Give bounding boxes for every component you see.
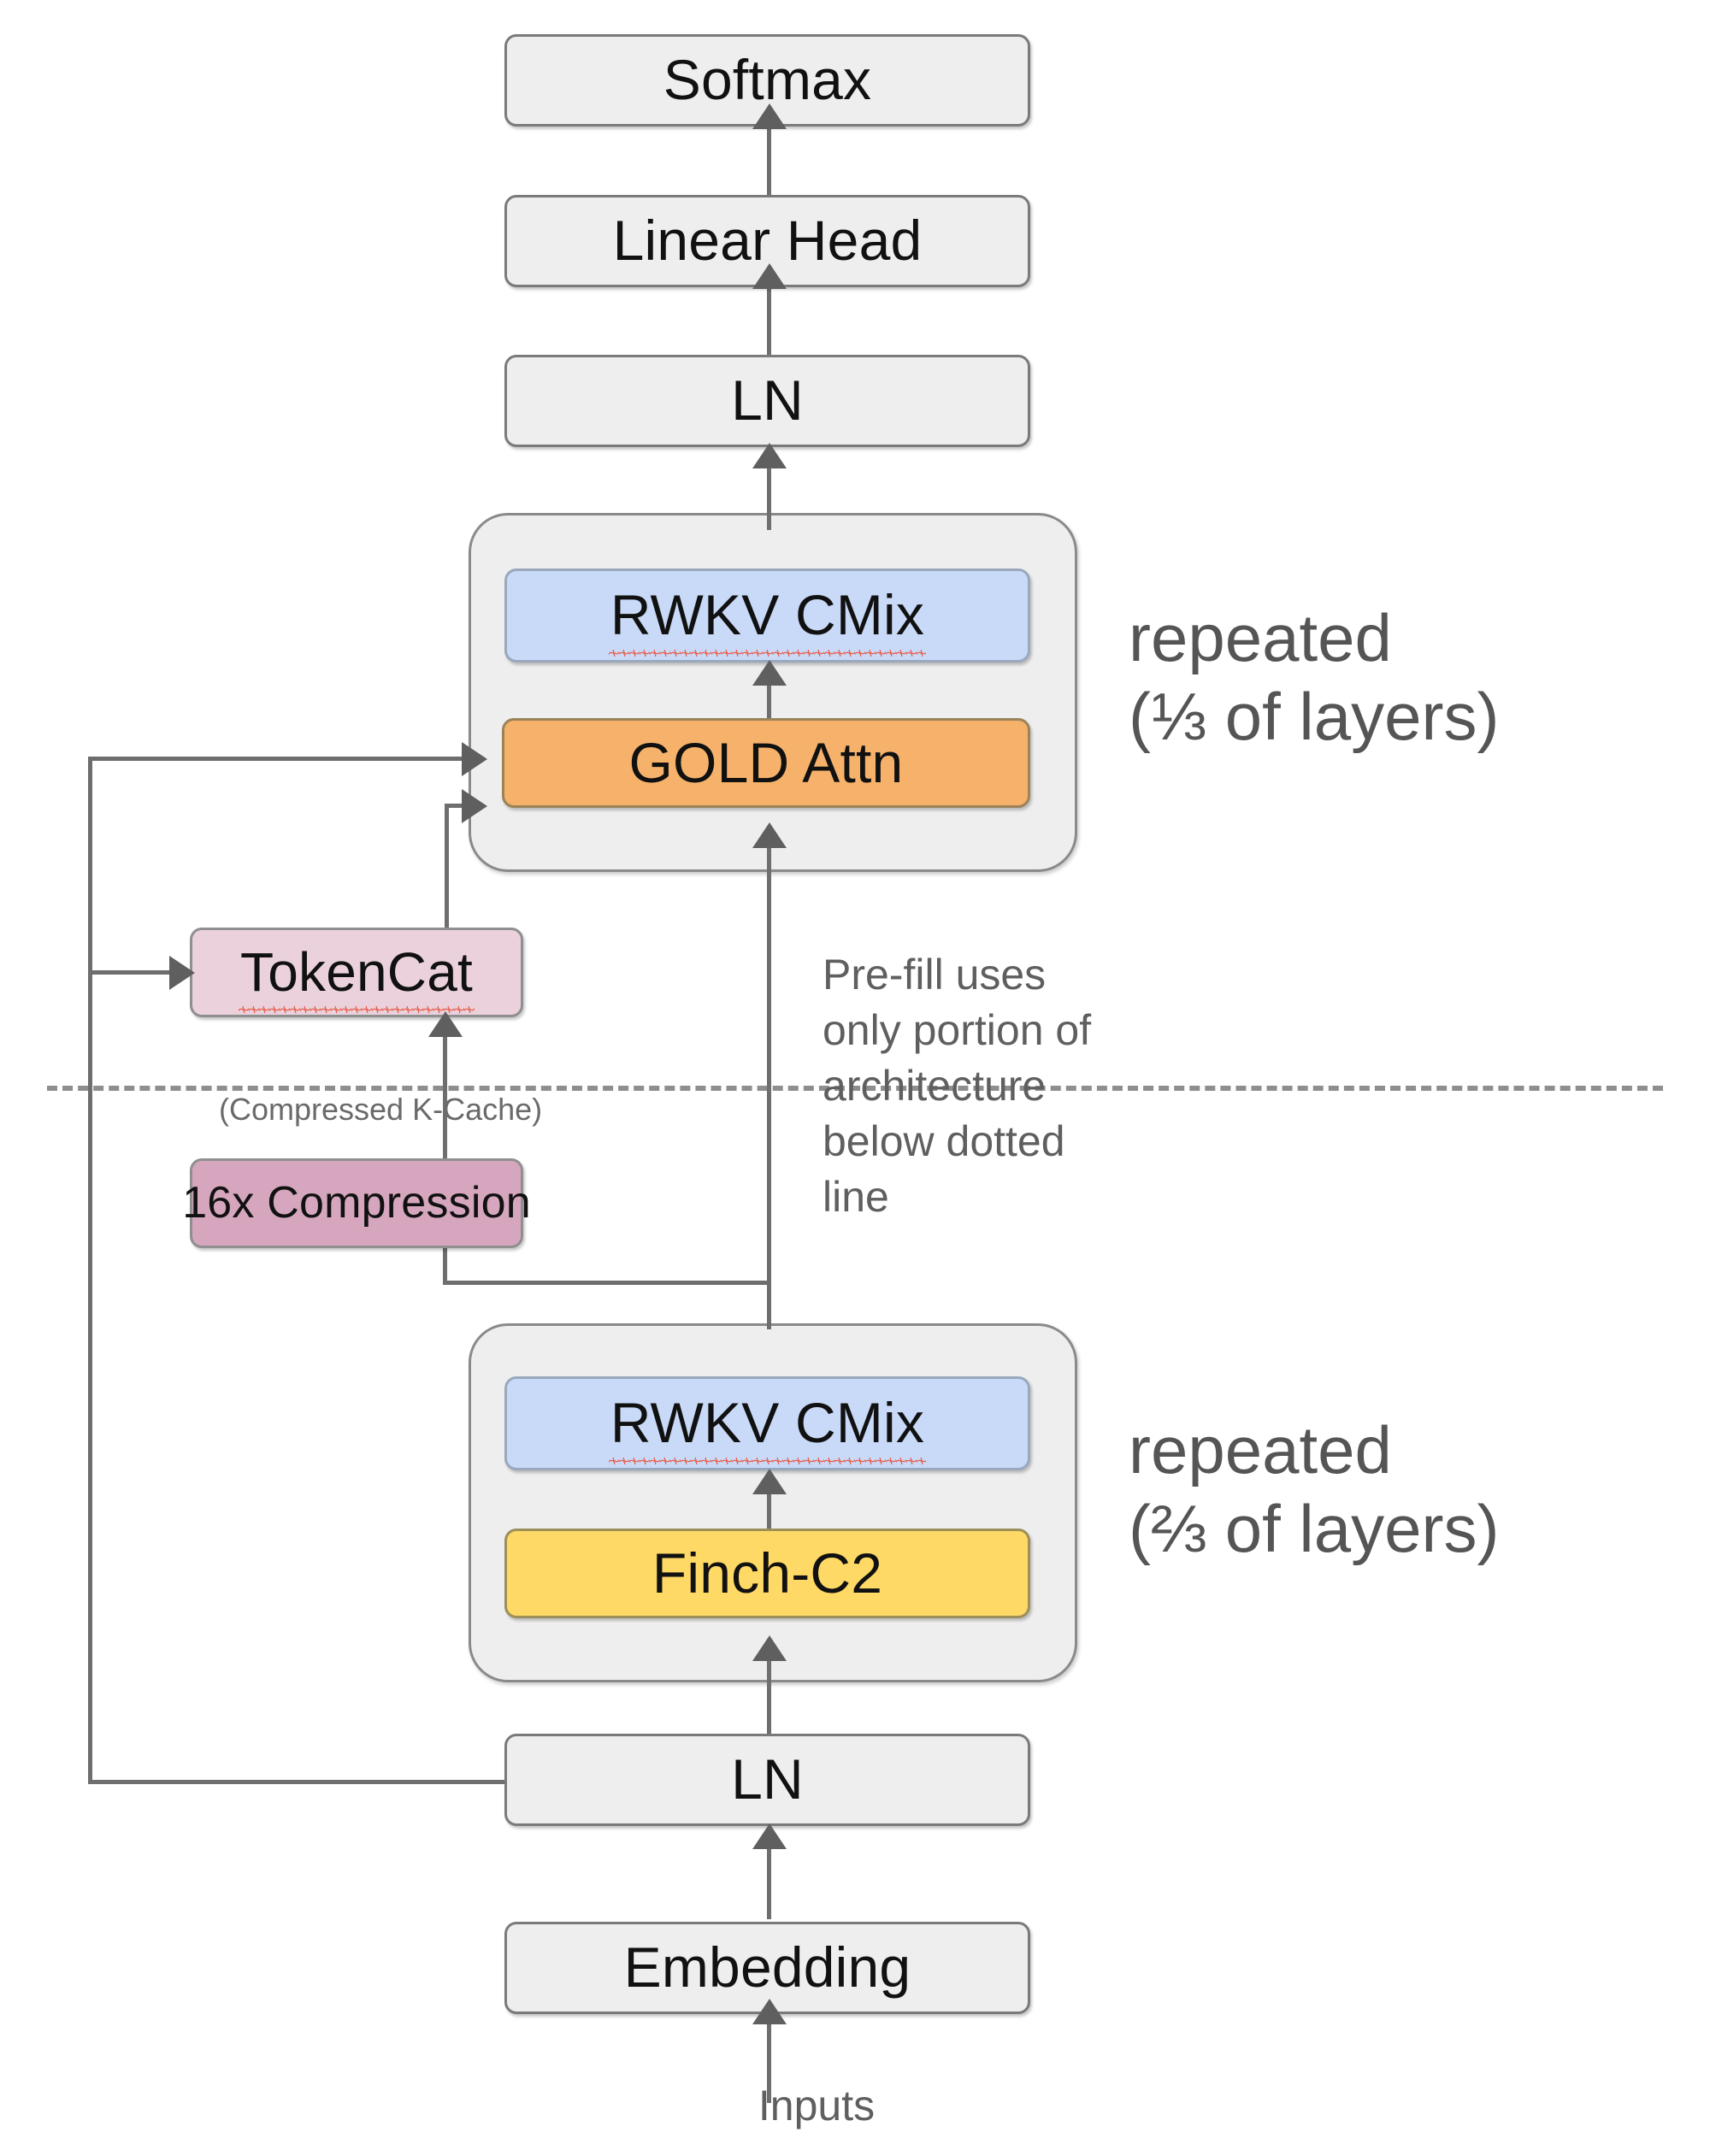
connector-ln-skip-vertical: [88, 757, 92, 1782]
annotation-compressed-k-cache: (Compressed K-Cache): [219, 1092, 543, 1127]
connector-tokencat-to-gold-vertical: [445, 804, 449, 983]
connector-linear-head-to-softmax: [767, 122, 771, 199]
node-top-ln[interactable]: LN: [504, 355, 1030, 447]
arrow-inputs-to-embedding: [752, 1999, 787, 2024]
node-16x-compression[interactable]: 16x Compression: [182, 1158, 531, 1248]
node-finch-c2[interactable]: Finch-C2: [504, 1529, 1030, 1618]
node-tokencat-label: TokenCat: [239, 940, 475, 1013]
connector-skip-to-gold-attn-horizontal: [88, 757, 464, 761]
arrow-ln-to-linear-head: [752, 263, 787, 289]
connector-gold-attn-to-cmix: [767, 680, 771, 748]
node-gold-attn[interactable]: GOLD Attn: [502, 718, 1030, 808]
connector-inputs-to-embedding: [767, 2018, 771, 2103]
node-embedding-label: Embedding: [623, 1935, 911, 1999]
arrow-embedding-to-ln: [752, 1823, 787, 1849]
node-lower-rwkv-cmix-label: RWKV CMix: [608, 1391, 927, 1464]
connector-ln-to-lower-block: [767, 1654, 771, 1740]
arrow-tokencat-to-gold-attn: [462, 789, 487, 823]
arrow-finch-to-cmix: [752, 1469, 787, 1494]
connector-spine-to-compression-horizontal: [443, 1281, 770, 1285]
node-upper-rwkv-cmix[interactable]: RWKV CMix: [504, 568, 1030, 663]
node-finch-c2-label: Finch-C2: [652, 1540, 883, 1605]
connector-finch-to-cmix: [767, 1487, 771, 1556]
arrow-compression-to-tokencat: [428, 1011, 463, 1037]
connector-upper-block-to-ln: [767, 462, 771, 530]
node-top-ln-label: LN: [731, 368, 804, 432]
connector-embedding-to-ln: [767, 1842, 771, 1919]
annotation-lower-repeat: repeated (⅔ of layers): [1129, 1412, 1500, 1567]
arrow-linear-head-to-softmax: [752, 103, 787, 129]
arrow-ln-to-finch: [752, 1635, 787, 1661]
annotation-inputs: Inputs: [758, 2082, 876, 2129]
arrow-gold-attn-to-cmix: [752, 660, 787, 686]
annotation-prefill-note: Pre-fill uses only portion of architectu…: [823, 951, 1092, 1221]
node-16x-compression-label: 16x Compression: [182, 1177, 531, 1228]
connector-spine-to-compression-vertical: [443, 1244, 447, 1285]
upper-layer-group: [469, 513, 1077, 872]
arrow-upper-block-to-ln: [752, 443, 787, 468]
node-linear-head[interactable]: Linear Head: [504, 195, 1030, 287]
node-lower-rwkv-cmix[interactable]: RWKV CMix: [504, 1376, 1030, 1470]
node-linear-head-label: Linear Head: [612, 209, 923, 272]
node-upper-rwkv-cmix-label: RWKV CMix: [608, 583, 927, 657]
connector-lower-block-to-gold-attn: [767, 842, 771, 1329]
arrow-lower-block-to-gold-attn: [752, 822, 787, 848]
connector-tokencat-to-gold-horizontal: [445, 804, 466, 808]
node-tokencat[interactable]: TokenCat: [190, 928, 523, 1017]
connector-ln-skip-horizontal-bottom: [88, 1780, 504, 1784]
connector-ln-to-linear-head: [767, 282, 771, 359]
connector-skip-to-tokencat-horizontal: [88, 970, 172, 975]
connector-compression-to-tokencat: [443, 1030, 447, 1180]
arrow-skip-to-gold-attn: [462, 742, 487, 776]
node-softmax-label: Softmax: [663, 48, 872, 111]
arrow-skip-to-tokencat: [169, 956, 195, 990]
node-bottom-ln[interactable]: LN: [504, 1734, 1030, 1826]
annotation-upper-repeat: repeated (⅓ of layers): [1129, 600, 1500, 755]
prefill-divider-dashed-line: [47, 1086, 1663, 1091]
node-bottom-ln-label: LN: [731, 1747, 804, 1811]
node-gold-attn-label: GOLD Attn: [628, 730, 904, 794]
